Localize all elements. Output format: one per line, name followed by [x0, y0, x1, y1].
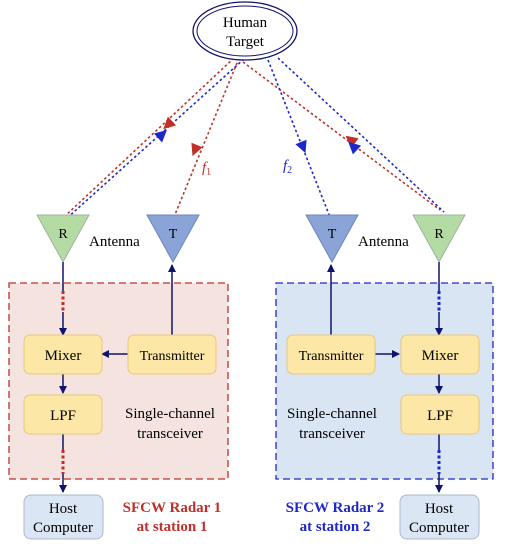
radar2-right-arrowhead [348, 141, 362, 155]
radar1-left-arrowhead [163, 116, 177, 130]
radar1-antenna-label: Antenna [89, 234, 140, 250]
radar1-transmit-path [173, 57, 240, 218]
radar2-left-arrowhead [153, 129, 167, 143]
radar1-title-line1: SFCW Radar 1 [123, 500, 222, 516]
radar2-transmitter-block: Transmitter [286, 334, 376, 375]
target-label-line2: Target [226, 34, 265, 50]
radar1-transmit-arrowhead [191, 142, 203, 157]
signal-paths [63, 57, 445, 220]
svg-text:R: R [434, 227, 444, 242]
radar1-title-line2: at station 1 [137, 519, 208, 535]
radar2-transmit-antenna: T [305, 214, 359, 264]
svg-text:Transmitter: Transmitter [140, 349, 205, 364]
radar2-antenna-label: Antenna [358, 234, 409, 250]
radar1-wiring [59, 262, 176, 493]
radar2-receive-antenna: R [412, 214, 466, 264]
radar1-transmit-antenna: T [146, 214, 200, 264]
target-label-line1: Human [223, 15, 268, 31]
radar2-title-line1: SFCW Radar 2 [286, 500, 385, 516]
radar2-transceiver-label-line2: transceiver [299, 426, 365, 442]
radar2-host-computer: Host Computer [399, 494, 480, 540]
radar2-mixer-block: Mixer [400, 334, 480, 375]
svg-text:T: T [169, 227, 178, 242]
radar1-return-path-left [63, 57, 235, 218]
svg-text:Mixer: Mixer [422, 348, 459, 364]
radar1-lpf-block: LPF [23, 394, 103, 435]
radar1-mixer-block: Mixer [23, 334, 103, 375]
radar1-receive-antenna: R [36, 214, 90, 264]
radar2-transceiver-box [275, 282, 494, 480]
svg-text:Mixer: Mixer [45, 348, 82, 364]
radar1-transceiver-label-line1: Single-channel [125, 406, 215, 422]
svg-text:Host: Host [425, 501, 454, 517]
f2-label: f2 [283, 158, 292, 176]
radar1-transceiver-label-line2: transceiver [137, 426, 203, 442]
svg-text:LPF: LPF [427, 408, 453, 424]
svg-text:Computer: Computer [33, 520, 93, 536]
radar2-title-line2: at station 2 [300, 519, 371, 535]
svg-text:T: T [328, 227, 337, 242]
radar1-transmitter-block: Transmitter [127, 334, 217, 375]
radar2-transmit-arrowhead [295, 139, 307, 154]
svg-text:Computer: Computer [409, 520, 469, 536]
svg-text:Transmitter: Transmitter [299, 349, 364, 364]
radar2-transmit-path [267, 59, 331, 218]
radar1-host-computer: Host Computer [23, 494, 104, 540]
svg-text:Host: Host [49, 501, 78, 517]
radar1-transceiver-box [8, 282, 229, 480]
radar2-return-path-right [277, 57, 445, 213]
radar2-transceiver-label-line1: Single-channel [287, 406, 377, 422]
radar1-return-path-right [242, 61, 441, 211]
radar2-return-path-left [65, 58, 245, 220]
svg-text:LPF: LPF [50, 408, 76, 424]
radar2-wiring [327, 262, 443, 493]
radar2-lpf-block: LPF [400, 394, 480, 435]
svg-text:R: R [58, 227, 68, 242]
radar1-right-arrowhead [345, 135, 359, 148]
f1-label: f1 [202, 160, 211, 178]
human-target: Human Target [192, 1, 298, 61]
signal-arrowheads [153, 116, 362, 157]
